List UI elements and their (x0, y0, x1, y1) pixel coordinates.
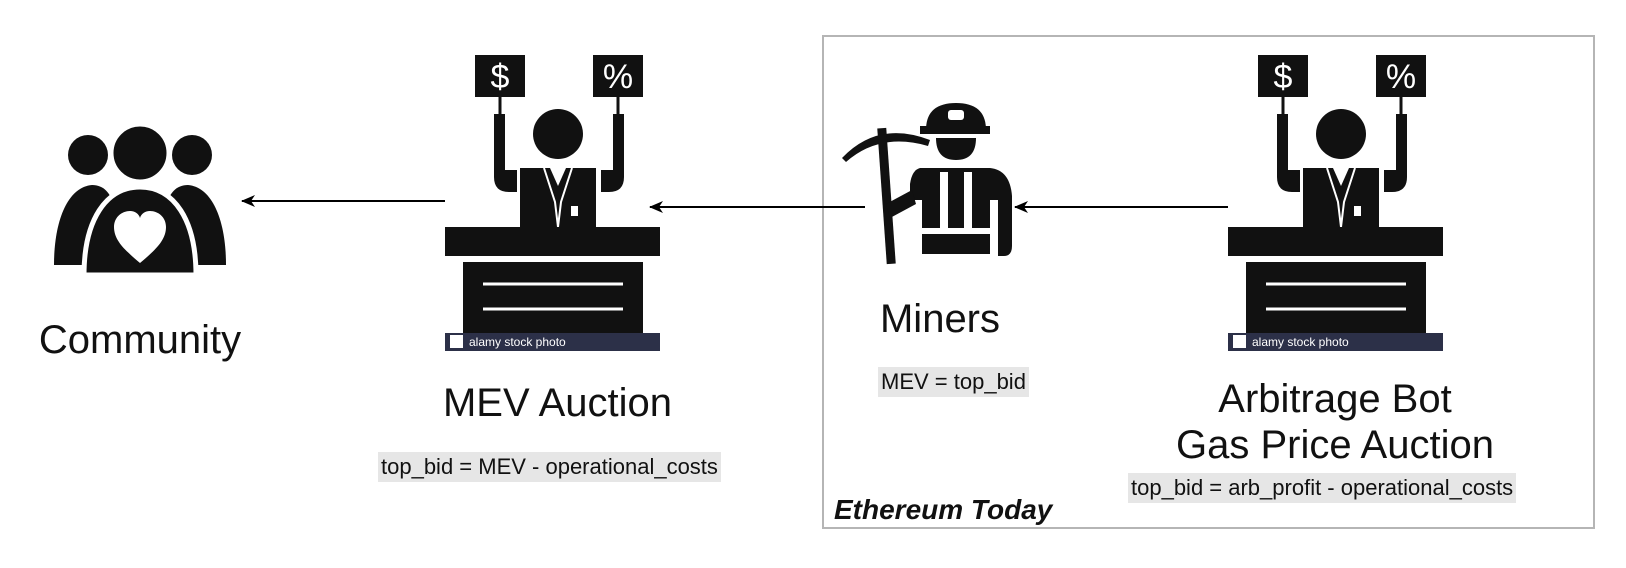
ethereum-today-region (822, 35, 1595, 529)
arbitrage-bot-label-line1: Arbitrage Bot (1218, 377, 1452, 421)
community-label: Community (38, 318, 242, 362)
miners-node (840, 100, 1020, 270)
arbitrage-bot-node: $ % alamy stock photo (1228, 52, 1443, 357)
arbitrage-bot-formula: top_bid = arb_profit - operational_costs (1128, 473, 1517, 503)
mev-auction-formula: top_bid = MEV - operational_costs (378, 452, 721, 482)
svg-text:alamy stock photo: alamy stock photo (469, 335, 566, 349)
miners-label: Miners (879, 297, 1001, 341)
region-title: Ethereum Today (834, 494, 1053, 525)
miner-icon (842, 103, 1012, 265)
percent-sign: % (603, 58, 633, 96)
dollar-sign: $ (491, 58, 510, 96)
percent-sign: % (1386, 58, 1416, 96)
dollar-sign: $ (1274, 58, 1293, 96)
arbitrage-bot-label-line2: Gas Price Auction (1176, 423, 1494, 467)
miners-formula: MEV = top_bid (878, 367, 1029, 397)
svg-text:alamy stock photo: alamy stock photo (1252, 335, 1349, 349)
mev-auction-node: $ % alamy stock photo (445, 52, 660, 357)
community-node (40, 121, 240, 290)
mev-auction-label: MEV Auction (442, 381, 672, 425)
community-heart-icon (54, 121, 226, 278)
auctioneer-icon: $ % alamy stock photo (445, 55, 660, 351)
auctioneer-icon: $ % alamy stock photo (1228, 55, 1443, 351)
